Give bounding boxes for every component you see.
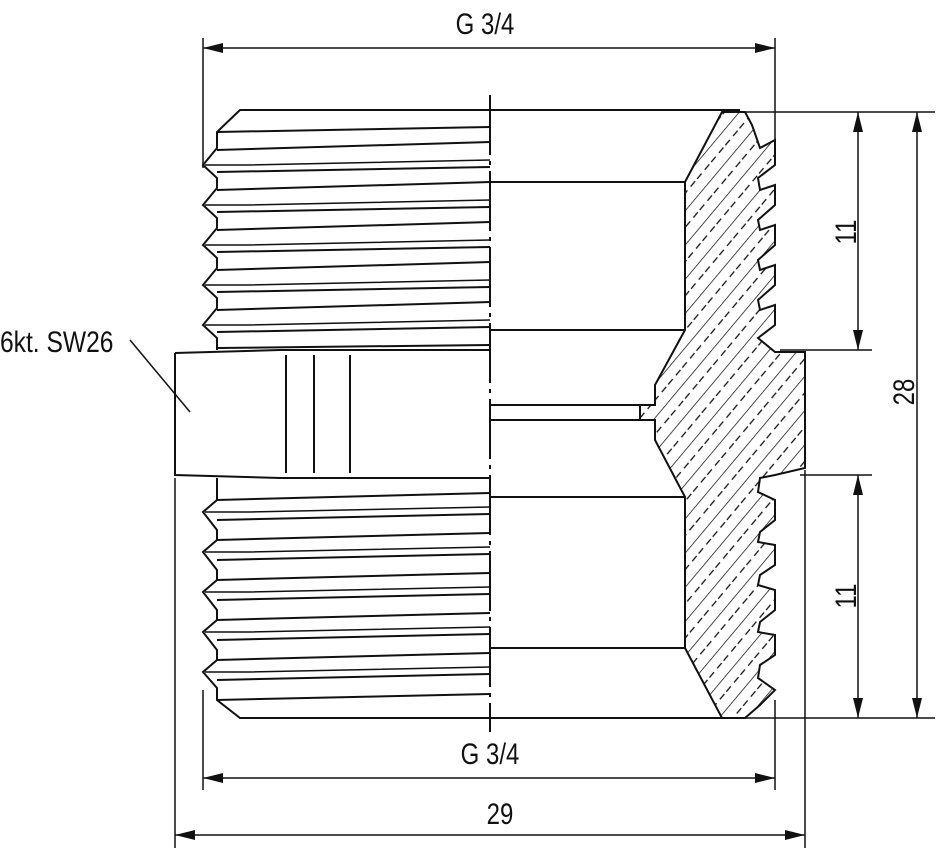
lower-thread [201,478,491,719]
upper-thread [201,109,491,350]
overall-length-label: 29 [487,796,514,830]
dimension-right: 11 11 28 [740,111,935,719]
dimension-bottom: G 3/4 29 [174,470,806,848]
section-view [490,109,806,719]
hatched-section [639,111,806,719]
lower-thread-length-label: 11 [828,584,862,609]
hex-nut [174,349,490,479]
overall-height-label: 28 [886,379,920,406]
dimension-top-thread: G 3/4 [202,6,776,168]
upper-thread-length-label: 11 [828,220,862,245]
hex-callout: 6kt. SW26 [0,325,191,413]
bottom-thread-label: G 3/4 [461,736,520,770]
hex-label: 6kt. SW26 [0,325,113,359]
top-thread-label: G 3/4 [456,6,515,40]
